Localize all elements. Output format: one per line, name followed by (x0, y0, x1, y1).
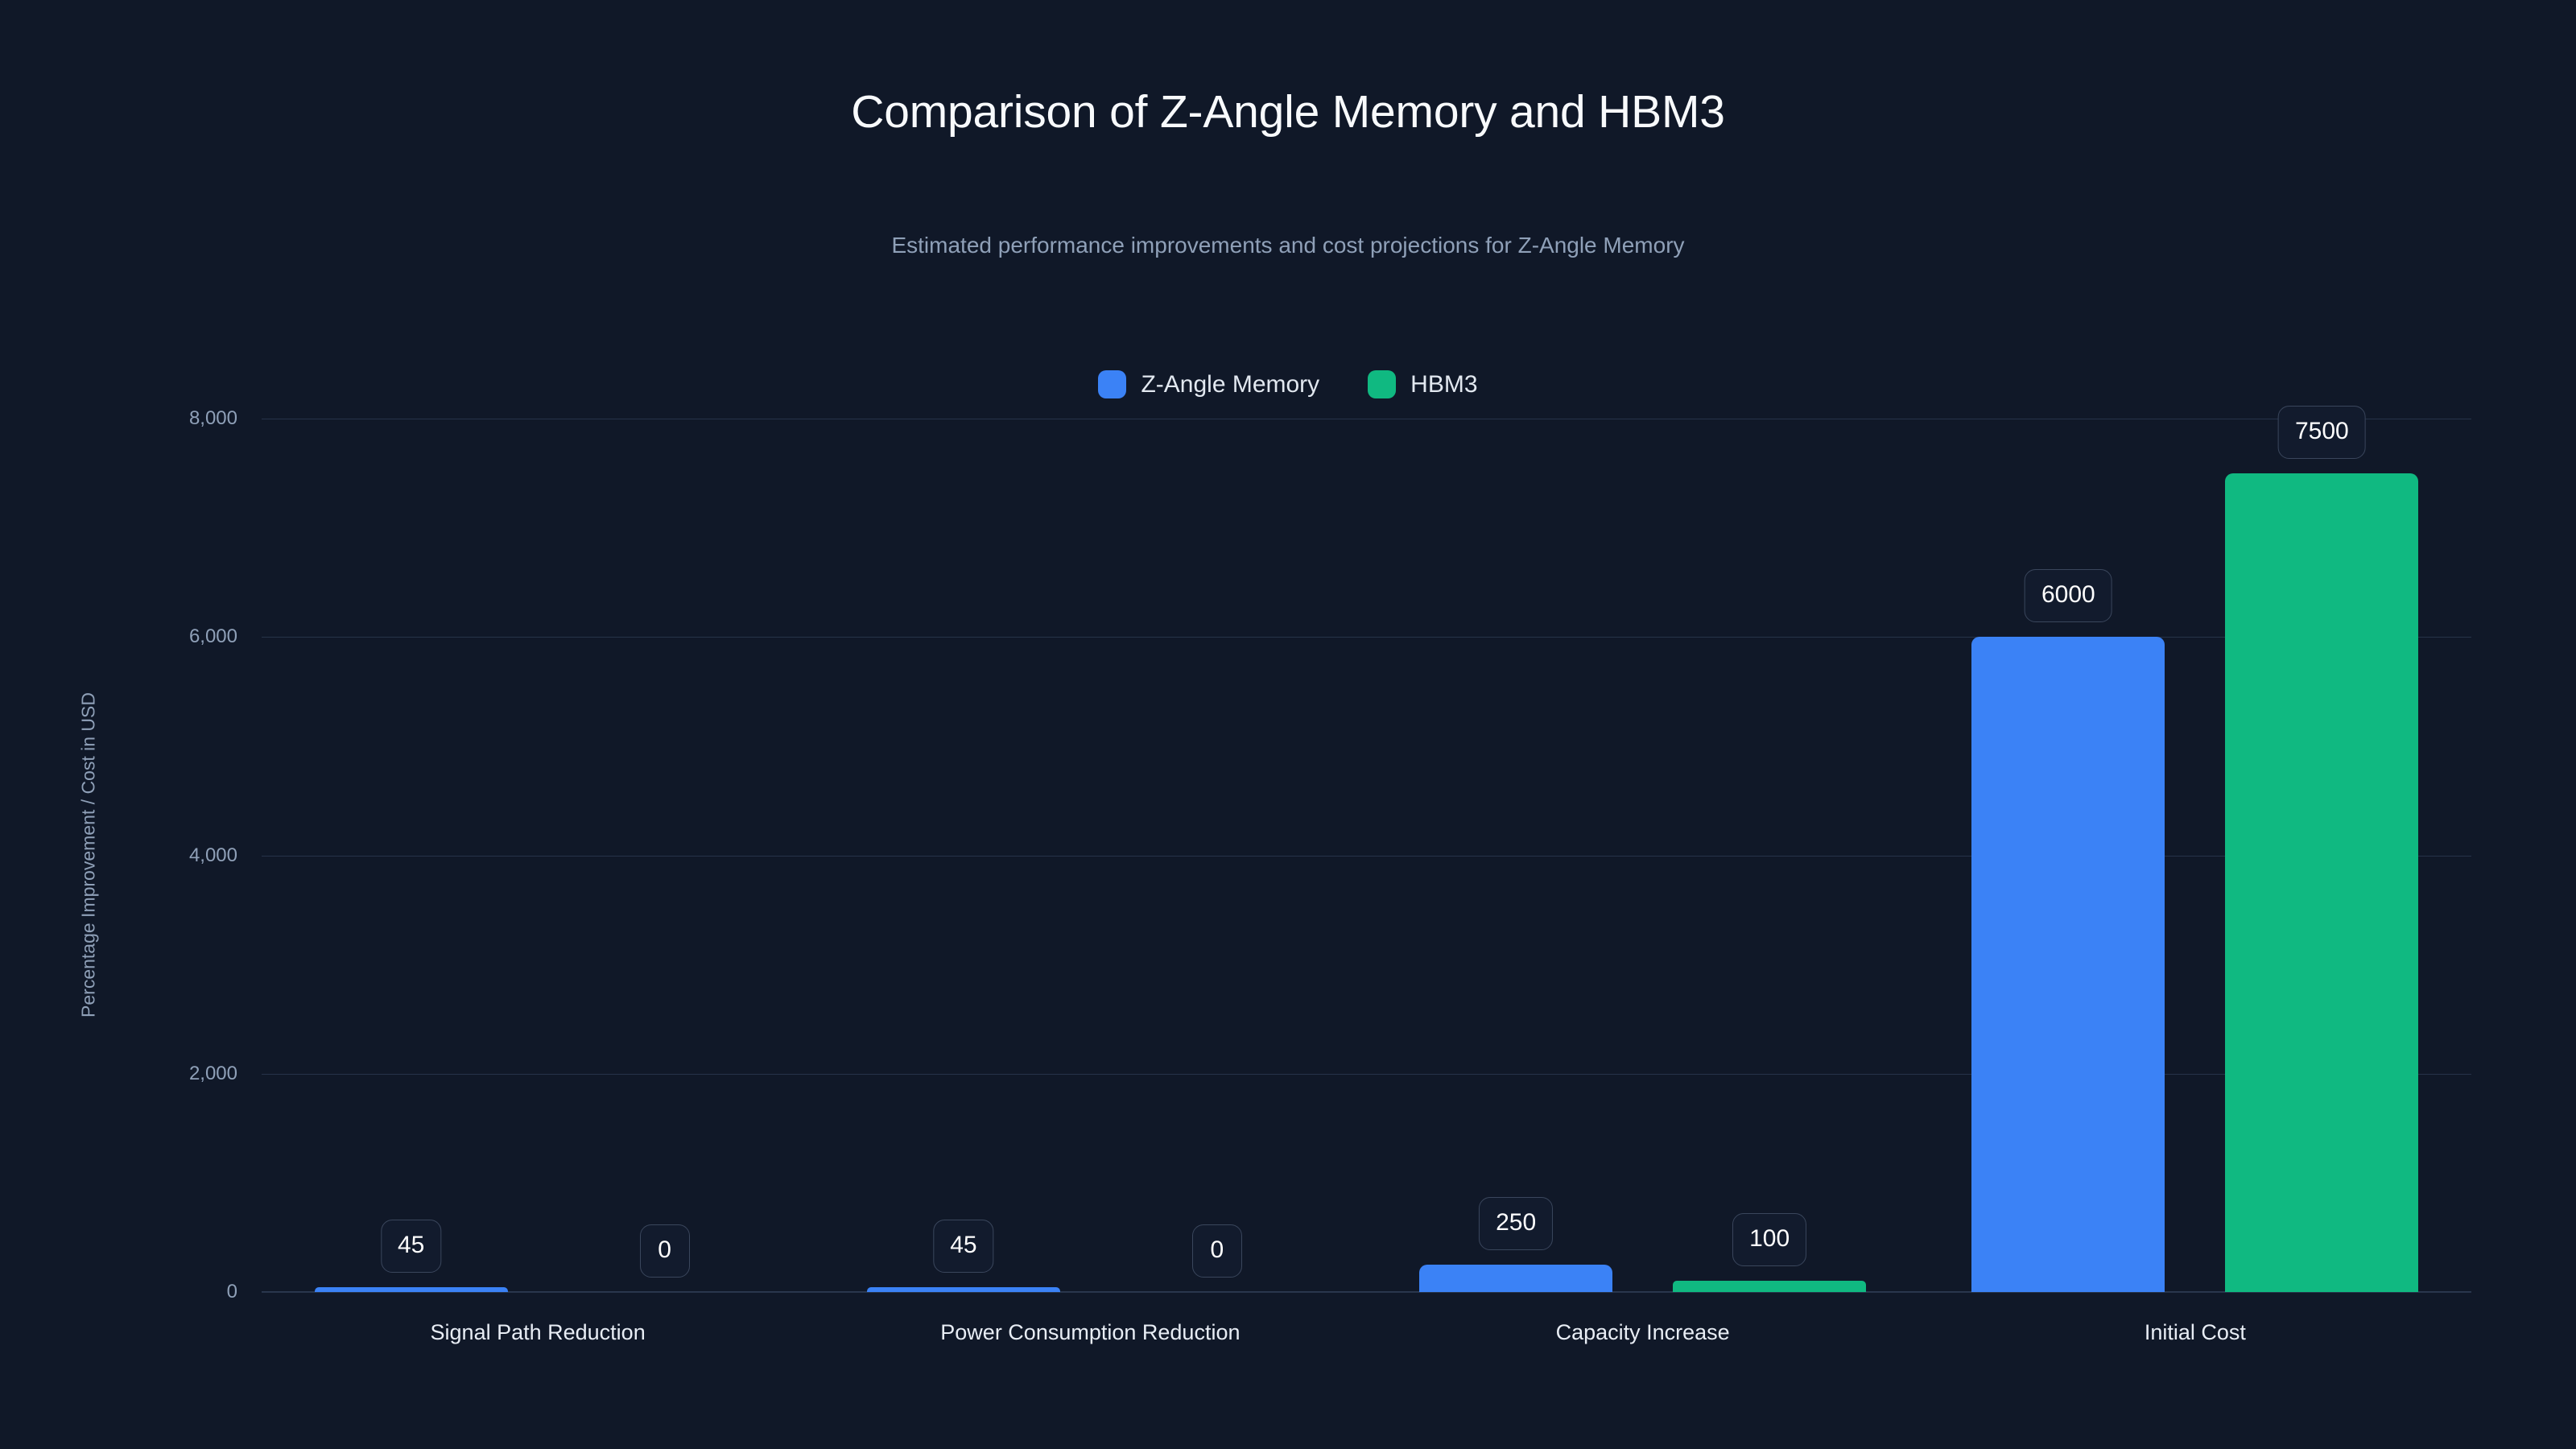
bar-value-label: 45 (933, 1219, 994, 1273)
y-axis-title: Percentage Improvement / Cost in USD (77, 692, 99, 1018)
bar[interactable] (2225, 473, 2419, 1292)
y-axis-tick-label: 0 (226, 1281, 237, 1302)
chart-legend: Z-Angle Memory HBM3 (0, 370, 2576, 398)
x-axis-category-label: Initial Cost (2144, 1320, 2246, 1344)
legend-item-1[interactable]: Z-Angle Memory (1098, 370, 1319, 398)
bar[interactable] (1419, 1265, 1613, 1292)
y-axis-ticks: 0 2,000 4,000 6,000 8,000 (0, 407, 262, 1302)
y-axis-tick-label: 2,000 (188, 1062, 237, 1084)
bar-value-label: 7500 (2278, 405, 2366, 459)
x-axis-ticks: Signal Path Reduction Power Consumption R… (262, 1320, 2471, 1368)
y-axis-tick-label: 4,000 (188, 844, 237, 866)
bar-value-label: 100 (1732, 1213, 1807, 1267)
bar[interactable] (1673, 1281, 1867, 1292)
bar[interactable] (866, 1286, 1060, 1292)
gridline (262, 1073, 2471, 1075)
bar-value-label: 250 (1479, 1197, 1554, 1251)
bar-value-label: 0 (639, 1224, 690, 1278)
x-axis-category-label: Power Consumption Reduction (940, 1320, 1241, 1344)
gridline (262, 637, 2471, 638)
legend-swatch-icon (1368, 370, 1397, 398)
bar-value-label: 6000 (2025, 569, 2112, 623)
bar-value-label: 0 (1191, 1224, 1242, 1278)
y-axis-tick-label: 8,000 (188, 407, 237, 429)
y-axis-tick-label: 6,000 (188, 625, 237, 648)
bar[interactable] (314, 1286, 508, 1292)
legend-item-label: HBM3 (1410, 370, 1478, 398)
x-axis-line (262, 1291, 2471, 1292)
plot-area: 45 0 45 0 250 100 6000 7500 (262, 405, 2471, 1293)
legend-item-2[interactable]: HBM3 (1368, 370, 1478, 398)
legend-item-label: Z-Angle Memory (1141, 370, 1320, 398)
x-axis-category-label: Signal Path Reduction (430, 1320, 646, 1344)
legend-swatch-icon (1098, 370, 1127, 398)
chart-subtitle: Estimated performance improvements and c… (891, 233, 1685, 258)
page-title: Comparison of Z-Angle Memory and HBM3 (851, 86, 1725, 138)
gridline (262, 1292, 2471, 1293)
bar-value-label: 45 (380, 1219, 442, 1273)
gridline (262, 855, 2471, 857)
x-axis-category-label: Capacity Increase (1555, 1320, 1730, 1344)
bar[interactable] (1971, 637, 2165, 1292)
